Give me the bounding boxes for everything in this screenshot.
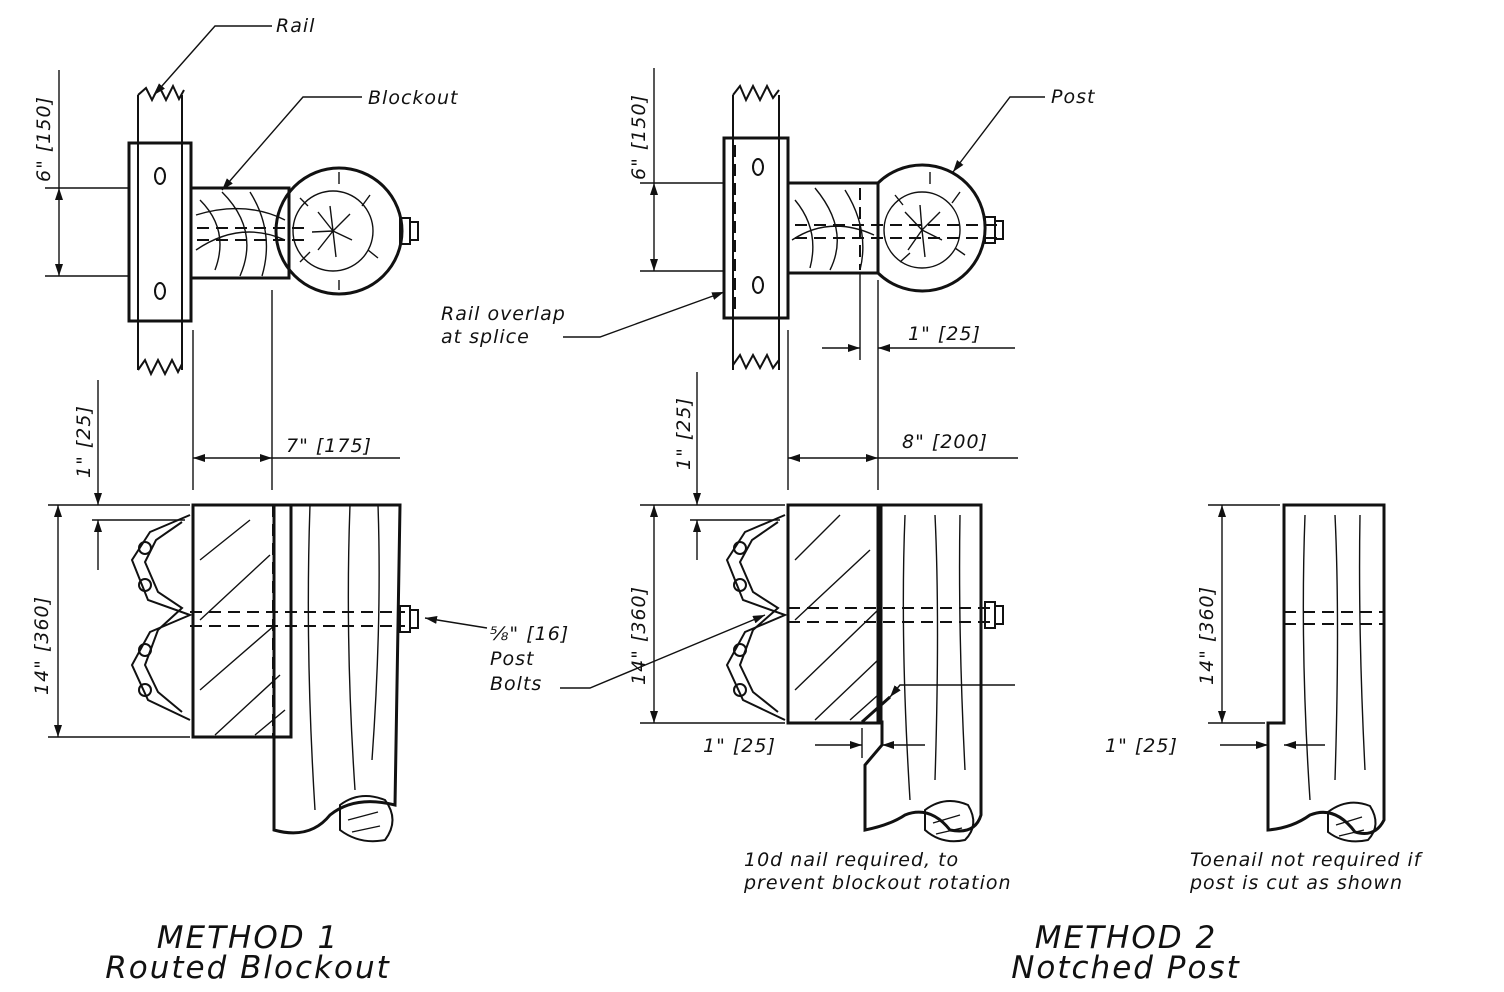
rail-overlap-label-line1: Rail overlap xyxy=(441,303,566,325)
dim-m1-bolt-spacing-label: 6" [150] xyxy=(33,96,55,182)
rail-elevation-m1 xyxy=(130,514,193,721)
post-label: Post xyxy=(1051,86,1096,108)
method2-title: METHOD 2 xyxy=(1035,920,1217,956)
dim-m2b-notch-depth-label: 1" [25] xyxy=(1105,735,1178,757)
dim-m1-bolt-spacing: 6" [150] xyxy=(33,70,130,277)
method1-title: METHOD 1 xyxy=(157,920,339,956)
rail-plan-m1 xyxy=(127,83,193,377)
post-plan-m2 xyxy=(876,163,987,293)
dim-m2-route-depth-label: 1" [25] xyxy=(908,323,981,345)
rail-overlap-label-line2: at splice xyxy=(441,326,530,348)
nail-note-line2: prevent blockout rotation xyxy=(743,872,1012,894)
dim-m1-blockout-height-label: 14" [360] xyxy=(31,596,53,695)
rail-plan-m2 xyxy=(722,83,790,371)
nail-m2 xyxy=(861,695,891,724)
dim-m2-route-depth: 1" [25] xyxy=(822,273,1015,490)
dim-m2-top-offset: 1" [25] xyxy=(673,372,780,560)
dim-m2-bolt-spacing-label: 6" [150] xyxy=(628,94,650,180)
titles: METHOD 1 Routed Blockout METHOD 2 Notche… xyxy=(105,920,1241,986)
method2-subtitle: Notched Post xyxy=(1011,950,1241,986)
dim-m2-notch-depth-label: 1" [25] xyxy=(703,735,776,757)
post-plan-m1 xyxy=(274,166,404,296)
method2-notched-post: 14" [360] 1" [25] xyxy=(1105,503,1386,843)
post-bolts-label-line1: ⅝" [16] xyxy=(490,623,569,645)
bolt-line-m2 xyxy=(788,607,990,623)
dim-m1-blockout-depth: 7" [175] xyxy=(193,435,400,462)
dim-m2-blockout-height-label: 14" [360] xyxy=(628,586,650,685)
label-post-bolts: ⅝" [16] Post Bolts xyxy=(424,614,766,695)
rail-label: Rail xyxy=(276,15,315,37)
method1-plan-view: 6" [150] xyxy=(33,70,419,377)
notes: 10d nail required, to prevent blockout r… xyxy=(743,849,1424,894)
bolt-line-m1 xyxy=(190,611,405,627)
dim-m2-blockout-depth: 8" [200] xyxy=(788,431,1018,462)
post-bolts-label-line2: Post xyxy=(490,648,535,670)
dim-m1-blockout-height: 14" [360] xyxy=(31,504,190,738)
dim-m2-blockout-height: 14" [360] xyxy=(628,504,785,724)
dim-m2-bolt-spacing: 6" [150] xyxy=(628,68,725,272)
dim-m1-top-offset-label: 1" [25] xyxy=(73,405,95,478)
rail-elevation-m2 xyxy=(725,514,788,721)
dim-m2b-notch-depth: 1" [25] xyxy=(1105,735,1325,757)
bolt-elevation-m1 xyxy=(399,605,419,633)
bolt-elevation-m2 xyxy=(984,601,1004,629)
dim-m2-blockout-depth-label: 8" [200] xyxy=(902,431,988,453)
blockout-plan-m2 xyxy=(786,181,1000,275)
label-rail-overlap: Rail overlap at splice xyxy=(441,291,725,348)
dim-m2b-post-height-label: 14" [360] xyxy=(1196,586,1218,685)
bolt-plan-m1 xyxy=(399,217,419,245)
post-elevation-m2 xyxy=(863,503,983,843)
toenail-note-line2: post is cut as shown xyxy=(1189,872,1403,894)
method2-plan-view: 6" [150] 1" [25] xyxy=(628,68,1015,490)
label-blockout: Blockout xyxy=(221,87,459,191)
label-rail: Rail xyxy=(153,15,315,96)
post-elevation-m1 xyxy=(272,503,402,843)
dim-m2-top-offset-label: 1" [25] xyxy=(673,397,695,470)
label-post: Post xyxy=(952,86,1096,173)
nail-note-line1: 10d nail required, to xyxy=(744,849,959,871)
blockout-elevation-m2 xyxy=(786,503,883,725)
method1-elevation: 7" [175] 1" [25] 14" [360] xyxy=(31,290,419,843)
blockout-plan-m1 xyxy=(189,186,305,280)
method2-elevation: 8" [200] 1" [25] 14" [360] 1" [25] xyxy=(628,330,1018,843)
blockout-label: Blockout xyxy=(368,87,459,109)
dim-m1-blockout-depth-label: 7" [175] xyxy=(286,435,372,457)
toenail-note-line1: Toenail not required if xyxy=(1190,849,1424,871)
post-bolts-label-line3: Bolts xyxy=(490,673,542,695)
method1-subtitle: Routed Blockout xyxy=(105,950,391,986)
dim-m2-notch-depth: 1" [25] xyxy=(703,728,925,758)
bolt-plan-m2 xyxy=(984,216,1004,244)
blockout-elevation-m1 xyxy=(191,503,293,739)
dim-m1-top-offset: 1" [25] xyxy=(73,380,185,570)
dim-m2b-post-height: 14" [360] xyxy=(1196,504,1280,724)
